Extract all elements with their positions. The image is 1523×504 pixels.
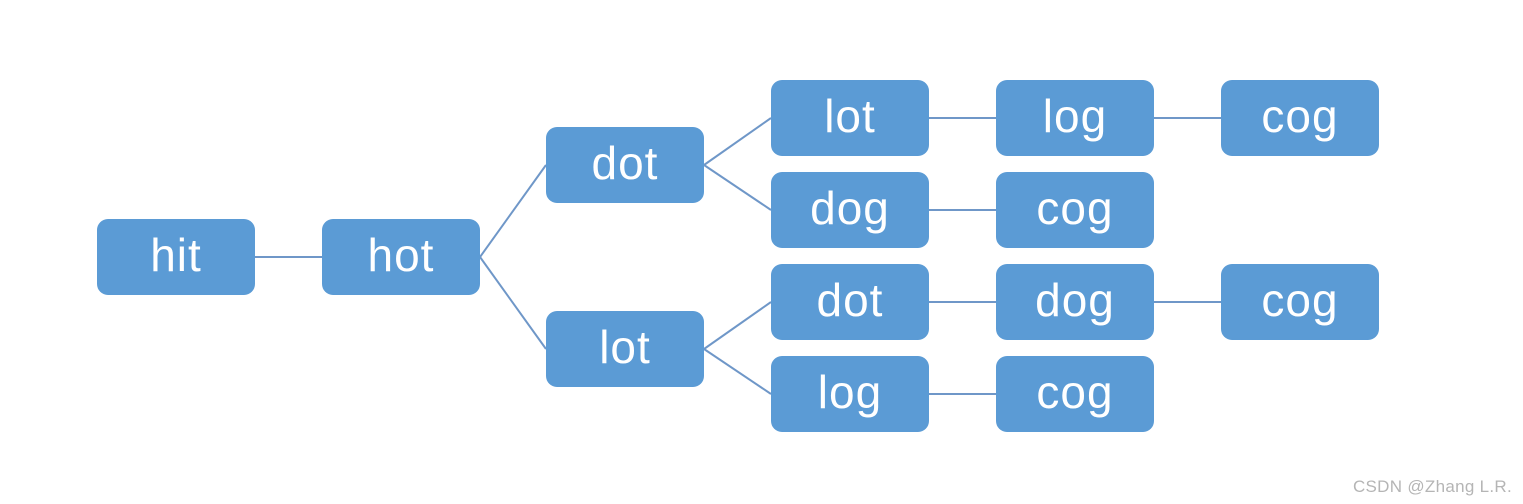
node-cog-row4: cog — [996, 356, 1154, 432]
node-lot-lower: lot — [546, 311, 704, 387]
node-lot-row1: lot — [771, 80, 929, 156]
edge-lot-dot — [703, 301, 772, 350]
node-dog-row2: dog — [771, 172, 929, 248]
node-cog-row3: cog — [1221, 264, 1379, 340]
node-label: cog — [1036, 182, 1114, 234]
edge-lot-log-lower — [703, 348, 772, 395]
edge-dot-lot — [703, 117, 772, 166]
node-hit: hit — [97, 219, 255, 295]
node-label: dog — [810, 182, 890, 234]
node-dot-row3: dot — [771, 264, 929, 340]
edge-hot-dot — [479, 164, 547, 258]
node-label: dot — [816, 274, 884, 326]
node-log-row1: log — [996, 80, 1154, 156]
edge-dot-dog — [703, 164, 772, 211]
edge-hot-lot — [479, 256, 547, 350]
node-label: cog — [1261, 274, 1339, 326]
node-label: cog — [1261, 90, 1339, 142]
node-dot-upper: dot — [546, 127, 704, 203]
node-label: cog — [1036, 366, 1114, 418]
node-cog-row2: cog — [996, 172, 1154, 248]
node-label: dot — [591, 137, 659, 189]
node-label: lot — [599, 321, 651, 373]
node-dog-row3: dog — [996, 264, 1154, 340]
node-log-row4: log — [771, 356, 929, 432]
node-label: lot — [824, 90, 876, 142]
watermark: CSDN @Zhang L.R. — [1352, 477, 1512, 496]
node-label: hit — [150, 229, 202, 281]
node-cog-row1: cog — [1221, 80, 1379, 156]
node-label: log — [1042, 90, 1108, 142]
node-hot: hot — [322, 219, 480, 295]
node-label: log — [817, 366, 883, 418]
node-label: dog — [1035, 274, 1115, 326]
node-label: hot — [367, 229, 435, 281]
